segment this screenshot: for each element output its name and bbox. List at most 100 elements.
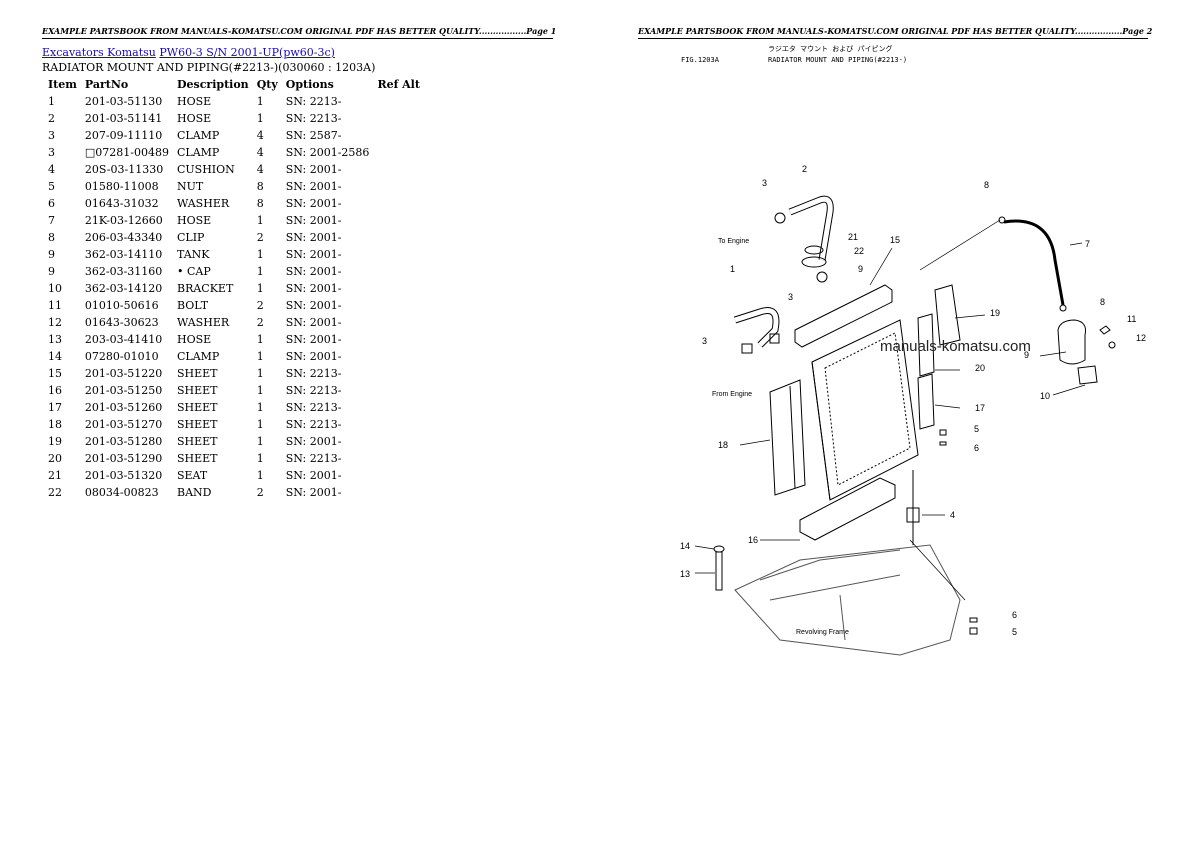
table-cell: 9 [48, 248, 55, 261]
page-subtitle: RADIATOR MOUNT AND PIPING(#2213-)(030060… [42, 61, 376, 74]
breadcrumb-link-model[interactable]: PW60-3 S/N 2001-UP(pw60-3c) [159, 46, 335, 59]
callout-9b: 9 [1024, 350, 1029, 360]
table-cell: SN: 2213- [285, 401, 342, 414]
callout-8b: 8 [1100, 297, 1105, 307]
column-header: PartNo [84, 78, 129, 91]
table-cell [373, 144, 424, 161]
table-cell: 362-03-31160 [84, 265, 163, 278]
table-cell: SN: 2001- [285, 180, 342, 193]
table-cell: 201-03-51130 [84, 95, 163, 108]
table-cell: 207-09-11110 [84, 129, 163, 142]
table-cell: 201-03-51320 [84, 469, 163, 482]
part-hose-13 [715, 551, 723, 591]
table-cell: 20 [48, 452, 62, 465]
table-cell: SHEET [176, 401, 218, 414]
breadcrumb-link-excavators[interactable]: Excavators Komatsu [42, 46, 156, 59]
callout-12: 12 [1136, 333, 1146, 343]
figure-title: RADIATOR MOUNT AND PIPING(#2213-) [768, 56, 908, 64]
table-cell: 5 [48, 180, 55, 193]
table-cell: 1 [256, 384, 264, 397]
table-cell: BOLT [176, 299, 209, 312]
table-cell: CLAMP [176, 146, 220, 159]
table-cell: SN: 2001- [285, 316, 342, 329]
table-cell: BAND [176, 486, 212, 499]
table-cell: BRACKET [176, 282, 234, 295]
callout-5b: 5 [1012, 627, 1017, 637]
part-tank-9 [1057, 319, 1086, 365]
table-cell: 1 [256, 214, 264, 227]
callout-5: 5 [974, 424, 979, 434]
callout-19: 19 [990, 308, 1000, 318]
table-cell [373, 110, 424, 127]
table-cell: SN: 2213- [285, 418, 342, 431]
table-cell: □07281-00489 [84, 146, 169, 159]
column-header: Ref Alt [377, 78, 420, 91]
table-cell: 21 [48, 469, 62, 482]
table-cell: 01643-30623 [84, 316, 159, 329]
table-cell: 201-03-51220 [84, 367, 163, 380]
table-cell: 13 [48, 333, 62, 346]
table-cell: 362-03-14110 [84, 248, 163, 261]
label-to-engine: To Engine [718, 238, 749, 245]
table-cell: 21K-03-12660 [84, 214, 163, 227]
part-sheet-19 [934, 284, 961, 346]
table-cell: SHEET [176, 384, 218, 397]
part-clamp-3a [774, 212, 786, 224]
table-cell: 2 [256, 316, 264, 329]
table-cell: CUSHION [176, 163, 235, 176]
callout-10: 10 [1040, 391, 1050, 401]
table-cell: 1 [48, 95, 55, 108]
table-cell: SN: 2001- [285, 469, 342, 482]
table-cell [373, 314, 424, 331]
callout-3b: 3 [788, 292, 793, 302]
table-cell: SHEET [176, 367, 218, 380]
callout-11: 11 [1127, 314, 1136, 324]
page2-header: EXAMPLE PARTSBOOK FROM MANUALS-KOMATSU.C… [638, 26, 1152, 39]
table-cell: HOSE [176, 333, 212, 346]
table-cell: SN: 2213- [285, 112, 342, 125]
table-cell: SN: 2001- [285, 486, 342, 499]
part-nut-5a [939, 429, 947, 436]
table-cell: CLIP [176, 231, 205, 244]
table-cell: SN: 2001- [285, 282, 342, 295]
part-sheet-18 [769, 379, 806, 496]
table-cell [373, 127, 424, 144]
table-cell: 362-03-14120 [84, 282, 163, 295]
table-cell: 18 [48, 418, 62, 431]
table-cell: 4 [256, 163, 264, 176]
table-cell: TANK [176, 248, 210, 261]
table-cell: 8 [256, 197, 264, 210]
part-sheet-20 [917, 313, 935, 377]
part-clamp-14 [713, 545, 725, 553]
table-cell [373, 297, 424, 314]
table-cell [373, 331, 424, 348]
table-cell: WASHER [176, 197, 230, 210]
table-cell [373, 382, 424, 399]
table-cell: 7 [48, 214, 55, 227]
table-cell: 9 [48, 265, 55, 278]
table-cell: 1 [256, 401, 264, 414]
callout-6: 6 [974, 443, 979, 453]
column-header: Qty [256, 78, 278, 91]
table-cell [373, 433, 424, 450]
table-cell: 1 [256, 265, 264, 278]
page1-header: EXAMPLE PARTSBOOK FROM MANUALS-KOMATSU.C… [42, 26, 556, 39]
part-clip-8b [1059, 304, 1067, 312]
table-cell: 1 [256, 452, 264, 465]
table-cell: 17 [48, 401, 62, 414]
table-cell: CLAMP [176, 129, 220, 142]
part-bolt-11 [1099, 325, 1111, 335]
part-clip-8a [998, 216, 1006, 224]
table-cell: 07280-01010 [84, 350, 159, 363]
table-cell: 1 [256, 112, 264, 125]
